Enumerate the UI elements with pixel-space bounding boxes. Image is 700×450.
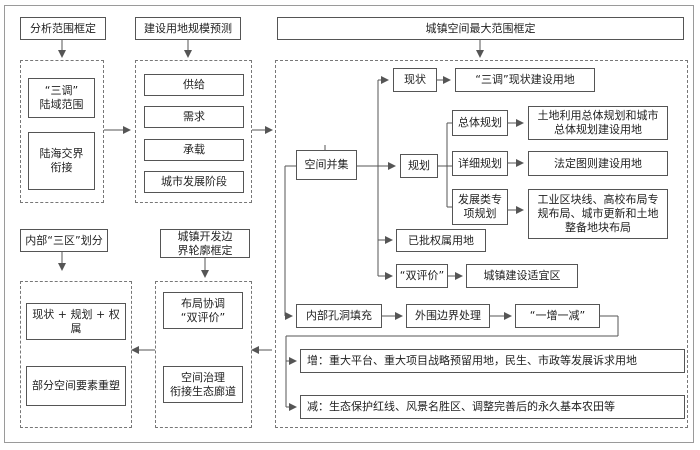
status-result-box: “三调”现状建设用地: [455, 68, 595, 92]
planning-box: 规划: [400, 154, 438, 178]
detailed-result-box: 法定图则建设用地: [528, 151, 668, 176]
overall-plan-box: 总体规划: [452, 110, 508, 136]
land-item-supply: 供给: [144, 74, 244, 96]
land-item-capacity: 承载: [144, 139, 244, 161]
detailed-plan-box: 详细规划: [452, 151, 508, 176]
zone-item-reshape: 部分空间要素重塑: [26, 366, 126, 406]
status-box: 现状: [393, 68, 437, 92]
diagram-frame: [4, 5, 694, 443]
header-analysis-scope: 分析范围框定: [20, 17, 106, 40]
periphery-box: 外围边界处理: [406, 304, 490, 328]
boundary-group: [155, 281, 252, 428]
approved-box: 已批权属用地: [396, 229, 486, 252]
zones-group: [20, 281, 132, 428]
increase-box: 增：重大平台、重大项目战略预留用地，民生、市政等发展诉求用地: [300, 349, 685, 373]
dev-plan-box: 发展类专 项规划: [452, 189, 508, 225]
analysis-item-land-range: “三调” 陆域范围: [28, 78, 95, 118]
analysis-item-land-sea: 陆海交界 衔接: [28, 132, 95, 190]
header-max-scope: 城镇空间最大范围框定: [277, 17, 684, 40]
dev-result-box: 工业区块线、高校布局专 规布局、城市更新和土地 整备地块布局: [528, 189, 668, 239]
boundary-item-governance: 空间治理 衔接生态廊道: [163, 366, 243, 403]
land-group: [135, 60, 252, 203]
overall-result-box: 土地利用总体规划和城市 总体规划建设用地: [528, 106, 668, 140]
boundary-item-layout: 布局协调 “双评价”: [163, 292, 243, 329]
header-internal-zones: 内部“三区”划分: [20, 229, 108, 252]
double-eval-box: “双评价”: [396, 264, 448, 288]
hole-fill-box: 内部孔洞填充: [296, 304, 382, 328]
plus-minus-box: “一增一减”: [515, 304, 600, 328]
zone-item-status-plan-ownership: 现状 + 规划 + 权属: [26, 303, 126, 340]
analysis-group: [20, 60, 104, 203]
land-item-demand: 需求: [144, 106, 244, 128]
header-dev-boundary: 城镇开发边 界轮廓框定: [160, 229, 250, 258]
land-item-stage: 城市发展阶段: [144, 171, 244, 193]
header-land-scale: 建设用地规模预测: [135, 17, 241, 40]
suitable-zone-box: 城镇建设适宜区: [466, 264, 578, 288]
decrease-box: 减：生态保护红线、风景名胜区、调整完善后的永久基本农田等: [300, 395, 685, 419]
max-scope-group: [275, 60, 688, 428]
spatial-union-box: 空间并集: [296, 150, 357, 180]
